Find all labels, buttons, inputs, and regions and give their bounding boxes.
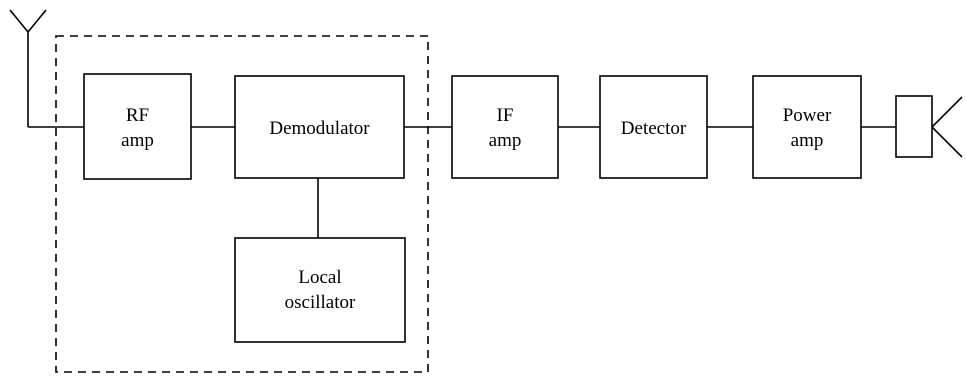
frontend-enclosure [55,35,429,373]
local-oscillator-label-line2: oscillator [285,292,356,313]
power-amp-block: Power amp [752,75,862,179]
rf-amp-label-line1: RF [126,105,149,126]
rf-amp-block: RF amp [83,73,192,180]
speaker-icon [895,95,963,158]
rf-amp-label-line2: amp [121,130,154,151]
demodulator-label: Demodulator [269,118,370,139]
demodulator-block: Demodulator [234,75,405,179]
detector-block: Detector [599,75,708,179]
if-amp-block: IF amp [451,75,559,179]
if-amp-label-line2: amp [489,130,522,151]
local-oscillator-label-line1: Local [298,267,341,288]
detector-label: Detector [621,118,687,139]
antenna-icon [9,9,47,127]
local-oscillator-block: Local oscillator [234,237,406,343]
power-amp-label-line1: Power [783,105,832,126]
if-amp-label-line1: IF [497,105,514,126]
power-amp-label-line2: amp [791,130,824,151]
